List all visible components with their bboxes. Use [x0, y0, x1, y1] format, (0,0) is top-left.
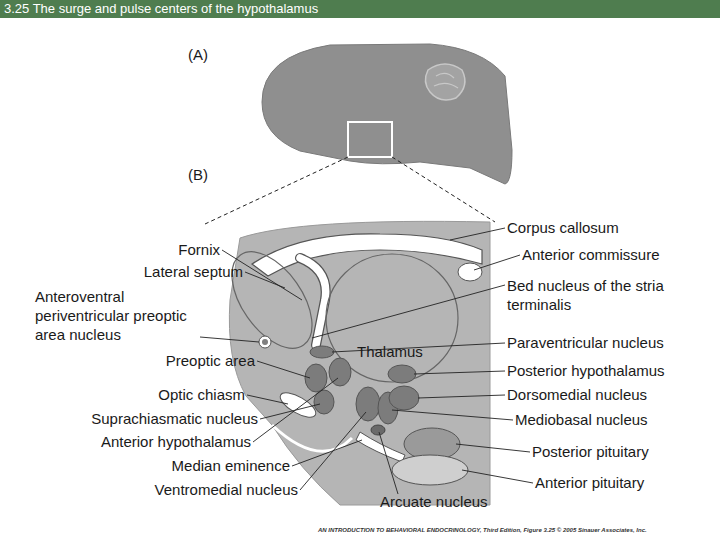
- structure-label: Dorsomedial nucleus: [507, 386, 647, 403]
- structure-label: Ventromedial nucleus: [155, 481, 298, 498]
- structure-label: Thalamus: [357, 343, 423, 360]
- posterior-hypothalamus-shape: [388, 365, 416, 383]
- leader-line: [257, 361, 310, 378]
- leader-line: [245, 272, 285, 288]
- avpv-nucleus: [259, 336, 271, 348]
- structure-label: Anterior pituitary: [535, 474, 644, 491]
- leader-line: [247, 395, 288, 404]
- optic-chiasm-shape: [277, 388, 320, 422]
- panel-letter: (A): [188, 46, 208, 63]
- leader-line: [450, 228, 505, 240]
- ventral-border: [272, 425, 352, 451]
- structure-label: Paraventricular nucleus: [507, 334, 664, 351]
- structure-label: Preoptic area: [166, 352, 255, 369]
- brain-outline: [262, 44, 512, 184]
- leader-line: [300, 412, 366, 490]
- leader-line: [312, 285, 505, 338]
- fornix: [300, 258, 326, 345]
- structure-label: Fornix: [178, 241, 220, 258]
- preoptic-nucleus-shape: [305, 364, 327, 392]
- leader-line: [200, 337, 259, 342]
- structure-label: Optic chiasm: [158, 386, 245, 403]
- structure-label: Lateral septum: [144, 263, 243, 280]
- leader-line: [253, 378, 338, 442]
- credit-line: AN INTRODUCTION TO BEHAVIORAL ENDOCRINOL…: [318, 526, 647, 534]
- structure-label: Posterior pituitary: [532, 443, 649, 460]
- leader-line: [414, 371, 505, 374]
- structure-label: Anterior commissure: [522, 246, 660, 263]
- ventromedial-shape: [356, 387, 380, 421]
- structure-label: Corpus callosum: [507, 219, 619, 236]
- cerebellum: [425, 64, 464, 100]
- structure-label: Bed nucleus of the stria terminalis: [507, 276, 667, 314]
- dorsomedial-shape: [389, 386, 419, 410]
- leader-line: [418, 395, 505, 398]
- structure-label: Anteroventral periventricular preoptic a…: [35, 287, 195, 344]
- structure-label: Arcuate nucleus: [380, 493, 488, 510]
- leader-line: [392, 410, 513, 420]
- structure-label: Anterior hypothalamus: [101, 433, 251, 450]
- structure-label: Suprachiasmatic nucleus: [91, 410, 258, 427]
- avpv-core: [262, 339, 268, 345]
- leader-line: [474, 255, 520, 270]
- structure-label: Mediobasal nucleus: [515, 411, 648, 428]
- leader-line: [260, 404, 320, 419]
- leader-line: [379, 432, 398, 494]
- panel-letter: (B): [188, 166, 208, 183]
- anterior-pituitary-shape: [392, 455, 468, 485]
- paraventricular-nucleus-shape: [310, 346, 334, 358]
- arcuate-shape: [371, 425, 385, 435]
- zoom-line: [205, 157, 348, 224]
- zoom-line: [392, 157, 495, 222]
- structure-label: Posterior hypothalamus: [507, 362, 665, 379]
- title-bar: 3.25 The surge and pulse centers of the …: [0, 0, 720, 18]
- leader-line: [462, 470, 533, 483]
- leader-line: [292, 440, 362, 466]
- structure-label: Median eminence: [172, 457, 290, 474]
- cerebellum-folds: [434, 73, 458, 88]
- leader-line: [456, 444, 530, 452]
- lateral-septum-outline: [216, 238, 328, 363]
- zoom-box: [348, 122, 392, 157]
- fornix-outline: [300, 258, 326, 345]
- brain-sagittal: [262, 44, 512, 184]
- slide-title: 3.25 The surge and pulse centers of the …: [4, 1, 318, 17]
- anterior-commissure: [458, 263, 482, 281]
